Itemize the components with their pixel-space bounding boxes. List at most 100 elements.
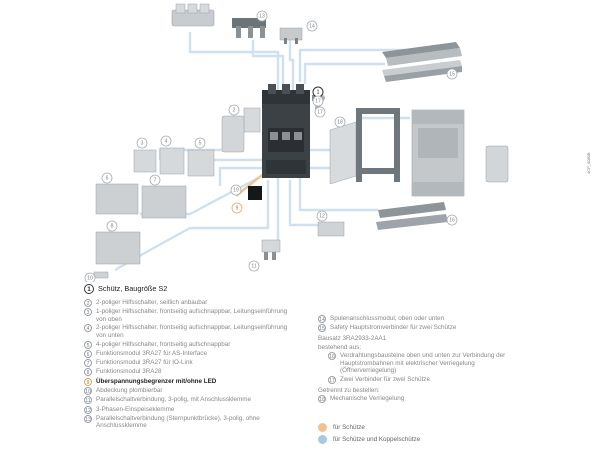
svg-text:4: 4 — [165, 139, 168, 145]
color-key-label: für Schütze und Koppelschütze — [333, 435, 421, 443]
legend-label: Verdrahtungsbausteine oben und unten zur… — [340, 352, 506, 374]
legend-item: 2 2-poliger Hilfsschalter, seitlich anbau… — [84, 299, 294, 307]
connector-line — [188, 32, 280, 96]
callout-3: 3 — [136, 137, 148, 149]
svg-text:5: 5 — [199, 141, 202, 147]
legend-number: 1 — [84, 284, 94, 294]
svg-text:3: 3 — [141, 141, 144, 147]
legend-label: Funktionsmodul 3RA27 für AS-Interface — [96, 349, 207, 357]
legend-label: Mechanische Verriegelung — [330, 395, 405, 403]
legend-number: 16 — [328, 352, 336, 361]
legend-title: Schütz, Baugröße S2 — [98, 284, 168, 293]
part-surge-suppressor-9 — [248, 186, 262, 200]
legend-number: 7 — [84, 359, 92, 368]
svg-text:14: 14 — [309, 24, 315, 30]
callout-17: 17 — [314, 106, 326, 118]
legend-number: 14 — [318, 315, 326, 323]
legend-item: 11 Parallelschaltverbindung, 3-polig, mit… — [84, 396, 294, 405]
connector-line — [288, 40, 295, 96]
callout-14: 14 — [306, 20, 318, 32]
callout-4: 4 — [160, 135, 172, 147]
legend-item: 4 2-poliger Hilfsschalter, frontseitig au… — [84, 324, 294, 339]
svg-text:17: 17 — [315, 99, 321, 105]
svg-text:1: 1 — [317, 90, 320, 96]
callout-13: 13 — [256, 10, 268, 22]
color-key: für Schütze für Schütze und Koppelschütze — [318, 423, 528, 445]
part-star-bridge-13 — [232, 18, 266, 38]
part-blank-cover-10 — [243, 107, 261, 133]
part-aux-switches-3-4-5 — [133, 147, 215, 177]
legend-label: 3-Phasen-Einspeiseklemme — [96, 405, 175, 413]
callout-15: 15 — [446, 68, 458, 80]
legend-label: Parallelschaltverbindung (Sternpunktbrüc… — [96, 414, 260, 430]
bausatz-subline: bestehend aus: — [318, 343, 362, 351]
part-terminal-12 — [317, 221, 345, 237]
legend-label: 1-poliger Hilfsschalter, frontseitig auf… — [96, 308, 288, 323]
legend-left-items: 2 2-poliger Hilfsschalter, seitlich anbau… — [84, 299, 294, 430]
legend-number: 18 — [318, 395, 326, 404]
legend-label: Funktionsmodul 3RA27 für IO-Link — [96, 359, 193, 367]
svg-text:13: 13 — [259, 14, 265, 20]
svg-text:12: 12 — [319, 214, 325, 220]
part-contactor-plate-18 — [329, 121, 357, 185]
legend-number: 8 — [84, 368, 92, 377]
color-key-label: für Schütze — [333, 423, 365, 431]
legend-title-row: 1 Schütz, Baugröße S2 — [84, 284, 294, 294]
svg-text:18: 18 — [337, 120, 343, 126]
legend-number: 6 — [84, 349, 92, 358]
svg-text:9: 9 — [236, 206, 239, 212]
callout-5: 5 — [194, 137, 206, 149]
callout-17: 17 — [312, 95, 324, 107]
legend-label: 2-poliger Hilfsschalter, frontseitig auf… — [96, 324, 288, 339]
svg-text:15: 15 — [449, 72, 455, 78]
figure-id-label: 4CP_0080B — [586, 152, 591, 174]
getrennt-line: Getrennt zu bestellen: — [318, 386, 380, 394]
color-key-item: für Schütze und Koppelschütze — [318, 435, 528, 445]
legend-item: 10 Abdeckung plombierbar — [84, 387, 294, 395]
legend-label: Funktionsmodul 3RA28 — [96, 368, 162, 376]
legend-number: 10 — [84, 387, 92, 395]
connector-line — [298, 48, 410, 82]
connector-line — [251, 40, 285, 96]
callout-2: 2 — [228, 104, 240, 116]
callout-6: 6 — [101, 172, 113, 184]
legend-item: 8 Funktionsmodul 3RA28 — [84, 368, 294, 377]
legend-right-sub: 16 Verdrahtungsbausteine oben und unten z… — [328, 352, 528, 384]
legend-item: 13 Parallelschaltverbindung (Sternpunktbr… — [84, 414, 294, 430]
connector-line — [218, 166, 262, 186]
svg-text:6: 6 — [106, 176, 109, 182]
legend-label: 2-poliger Hilfsschalter, seitlich anbaub… — [96, 299, 208, 306]
legend-right-bottom: 18 Mechanische Verriegelung — [318, 395, 528, 404]
svg-text:7: 7 — [154, 178, 157, 184]
legend-number: 13 — [84, 414, 92, 423]
legend-left: 1 Schütz, Baugröße S2 2 2-poliger Hilfssc… — [84, 284, 294, 431]
legend-number: 15 — [318, 324, 326, 333]
callout-12: 12 — [316, 210, 328, 222]
connector-line — [303, 62, 385, 84]
legend-number: 4 — [84, 324, 92, 333]
connector-line — [298, 178, 378, 212]
part-contactor-s2-1 — [262, 84, 310, 178]
legend-label: Überspannungsbegrenzer mit/ohne LED — [96, 377, 217, 385]
callout-18: 18 — [334, 116, 346, 128]
callout-1: 1 — [312, 86, 324, 98]
legend-number: 11 — [84, 396, 92, 405]
part-aux-switch-side-2 — [221, 115, 245, 153]
legend-label: 4-poliger Hilfsschalter, frontseitig auf… — [96, 340, 231, 348]
legend-number: 3 — [84, 308, 92, 317]
legend-number: 2 — [84, 299, 92, 307]
legend-label: Abdeckung plombierbar — [96, 387, 163, 394]
legend-number: 5 — [84, 340, 92, 349]
callout-9: 9 — [231, 202, 243, 214]
callout-10: 10 — [84, 272, 96, 282]
legend-number: 17 — [328, 375, 336, 384]
part-busbar-3pole-13 — [171, 3, 215, 27]
legend-label: Parallelschaltverbindung, 3-polig, mit A… — [96, 396, 252, 404]
